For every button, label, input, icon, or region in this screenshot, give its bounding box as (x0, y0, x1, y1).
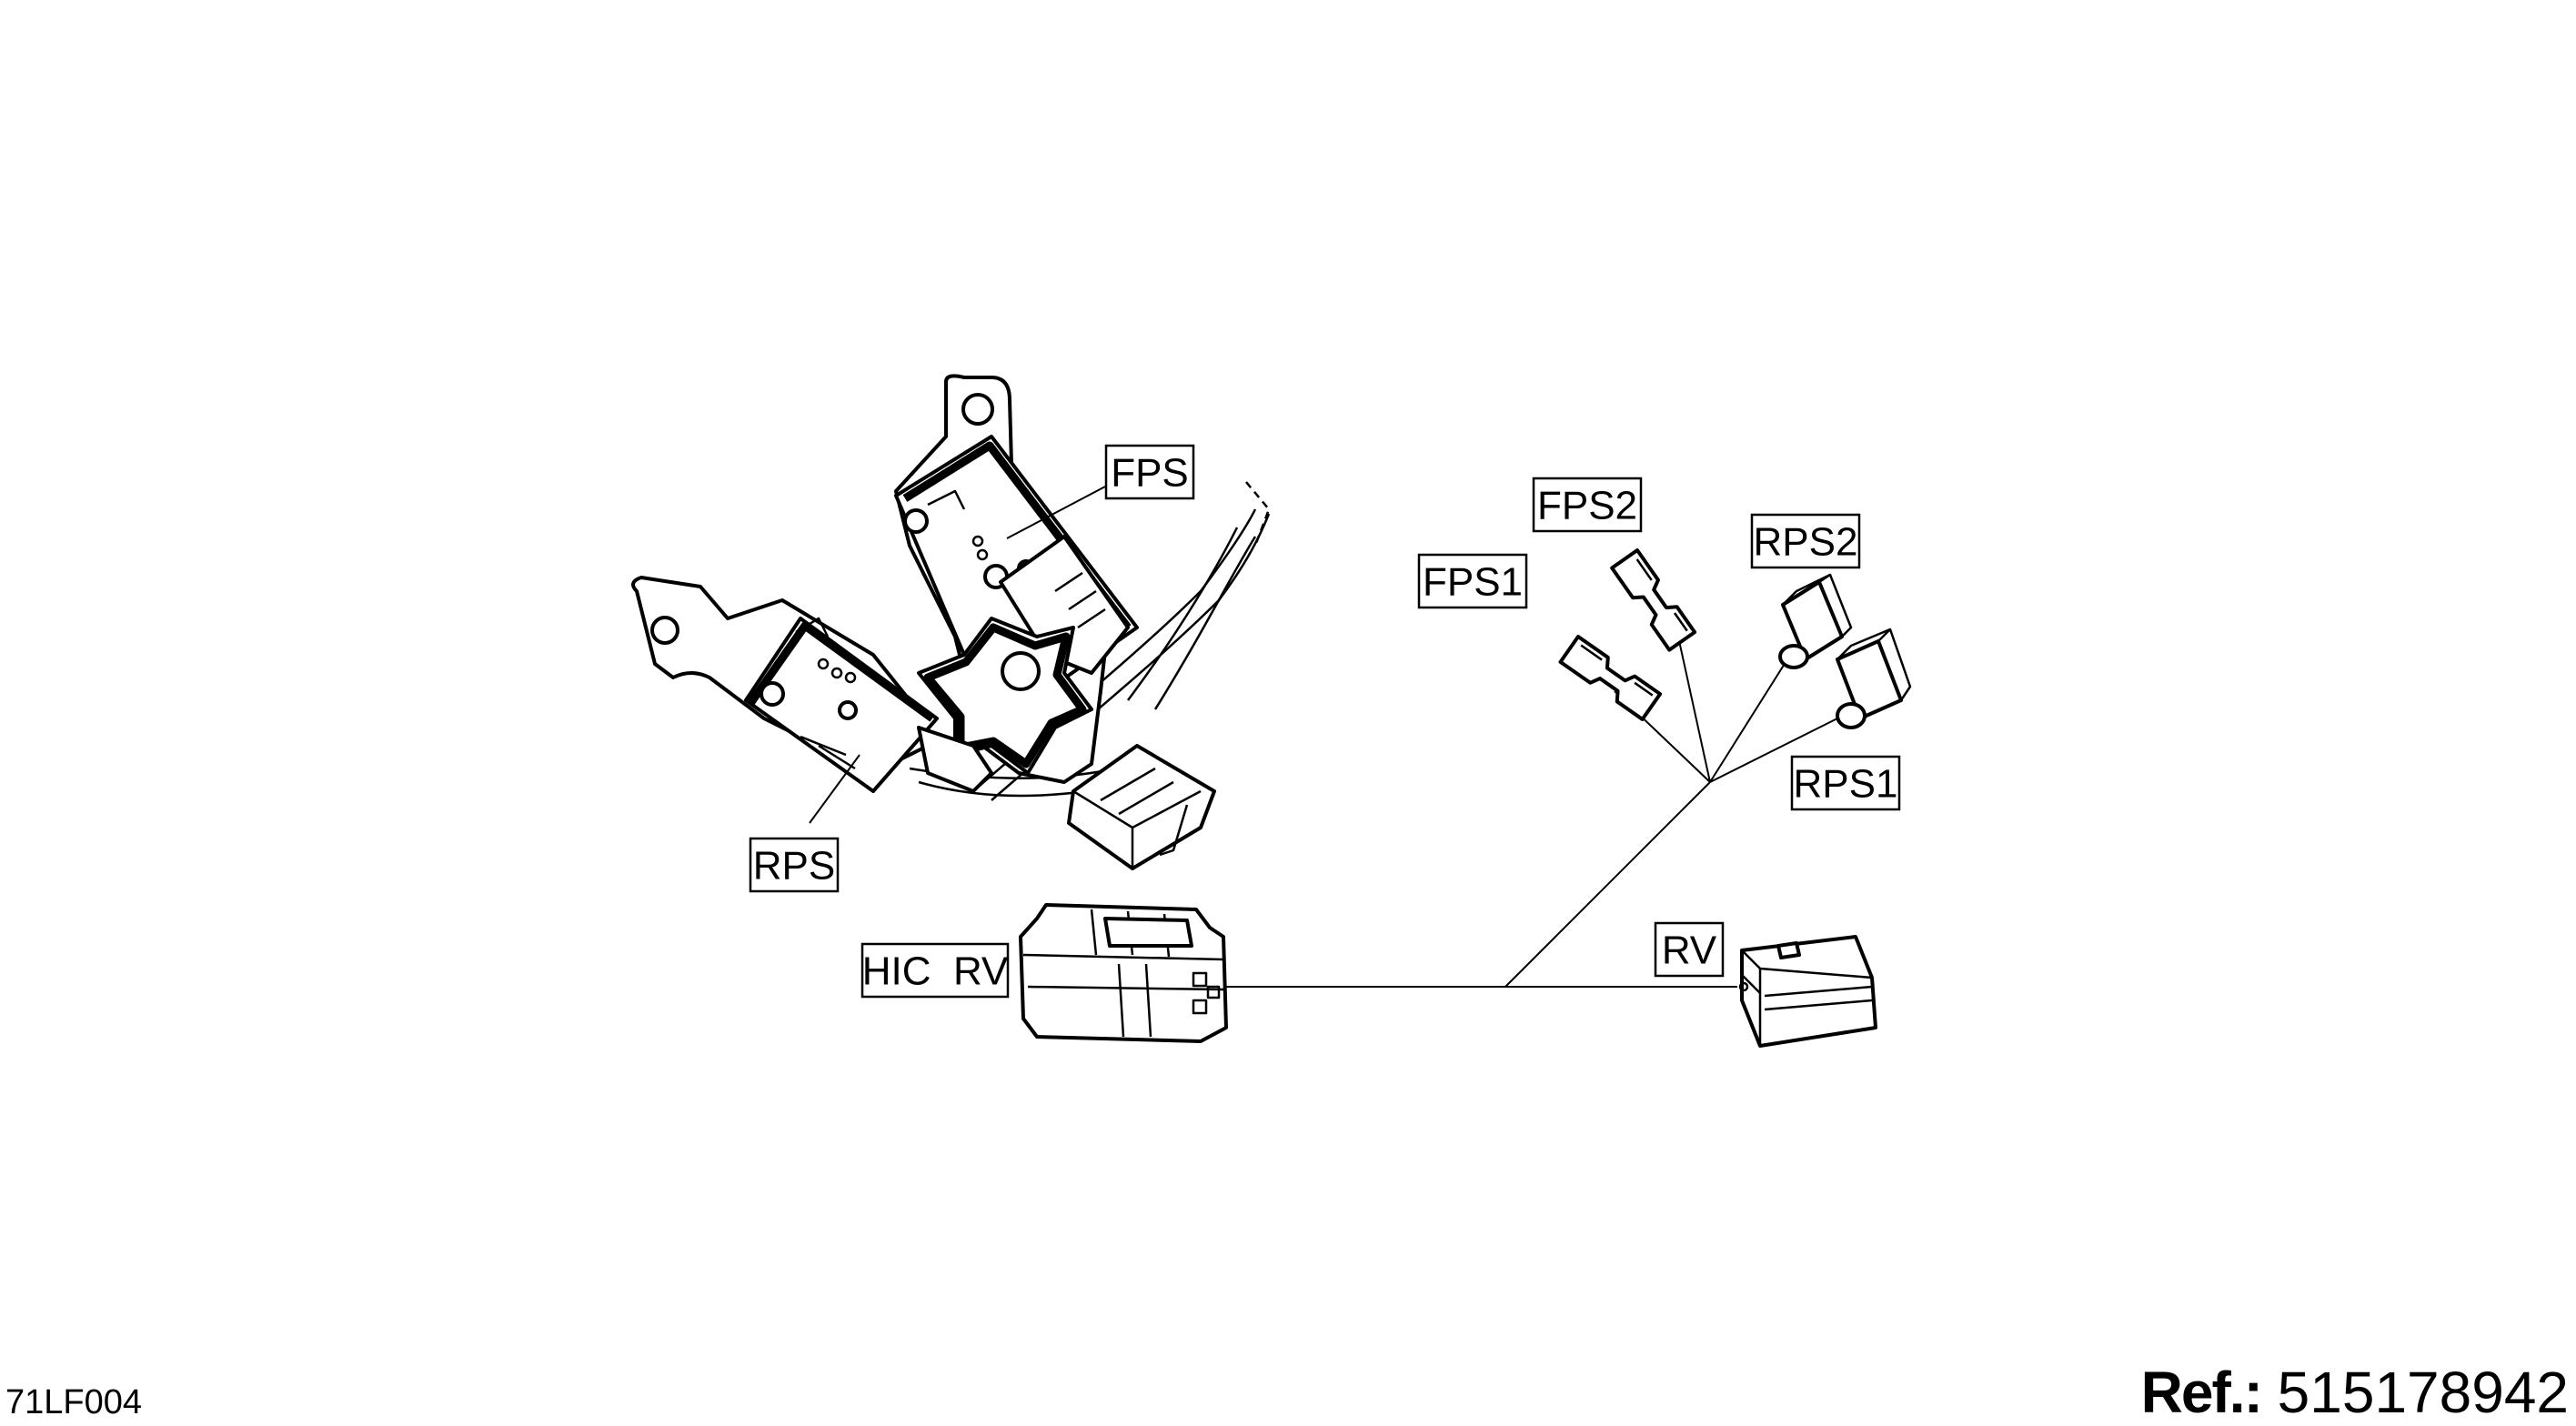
drawing-code: 71LF004 (5, 1383, 143, 1421)
reference-number: Ref.: 515178942 (2141, 1359, 2569, 1426)
label-fps-text: FPS (1111, 451, 1189, 496)
label-fps1: FPS1 (1417, 553, 1528, 609)
rv-connector (1738, 935, 1877, 1048)
harness-wires (1223, 636, 1838, 988)
label-rv-text: RV (1662, 929, 1717, 973)
fps1-terminal (1558, 635, 1663, 721)
ref-prefix: Ref.: (2140, 1360, 2263, 1425)
label-fps2-text: FPS2 (1537, 484, 1637, 528)
label-rps1: RPS1 (1790, 755, 1901, 811)
label-hic-rv-text: HIC RV (862, 949, 1009, 994)
label-fps: FPS (1104, 444, 1195, 500)
label-rps-text: RPS (753, 844, 835, 889)
rps2-terminal (1778, 573, 1853, 669)
fps-leader (1006, 486, 1106, 539)
label-hic-rv: HIC RV (860, 942, 1010, 999)
rps-leader (809, 754, 860, 824)
label-fps1-text: FPS1 (1423, 560, 1523, 605)
label-rps: RPS (749, 837, 840, 893)
rps1-terminal (1836, 628, 1912, 729)
fps2-terminal (1610, 548, 1697, 652)
label-fps2: FPS2 (1532, 477, 1643, 533)
label-rps2: RPS2 (1750, 513, 1861, 569)
ref-number: 515178942 (2277, 1360, 2569, 1425)
label-rv: RV (1654, 921, 1725, 978)
label-rps2-text: RPS2 (1754, 520, 1858, 565)
hic-rv-connector (1019, 903, 1228, 1043)
switch-assembly (631, 374, 1271, 870)
label-rps1-text: RPS1 (1794, 762, 1898, 807)
